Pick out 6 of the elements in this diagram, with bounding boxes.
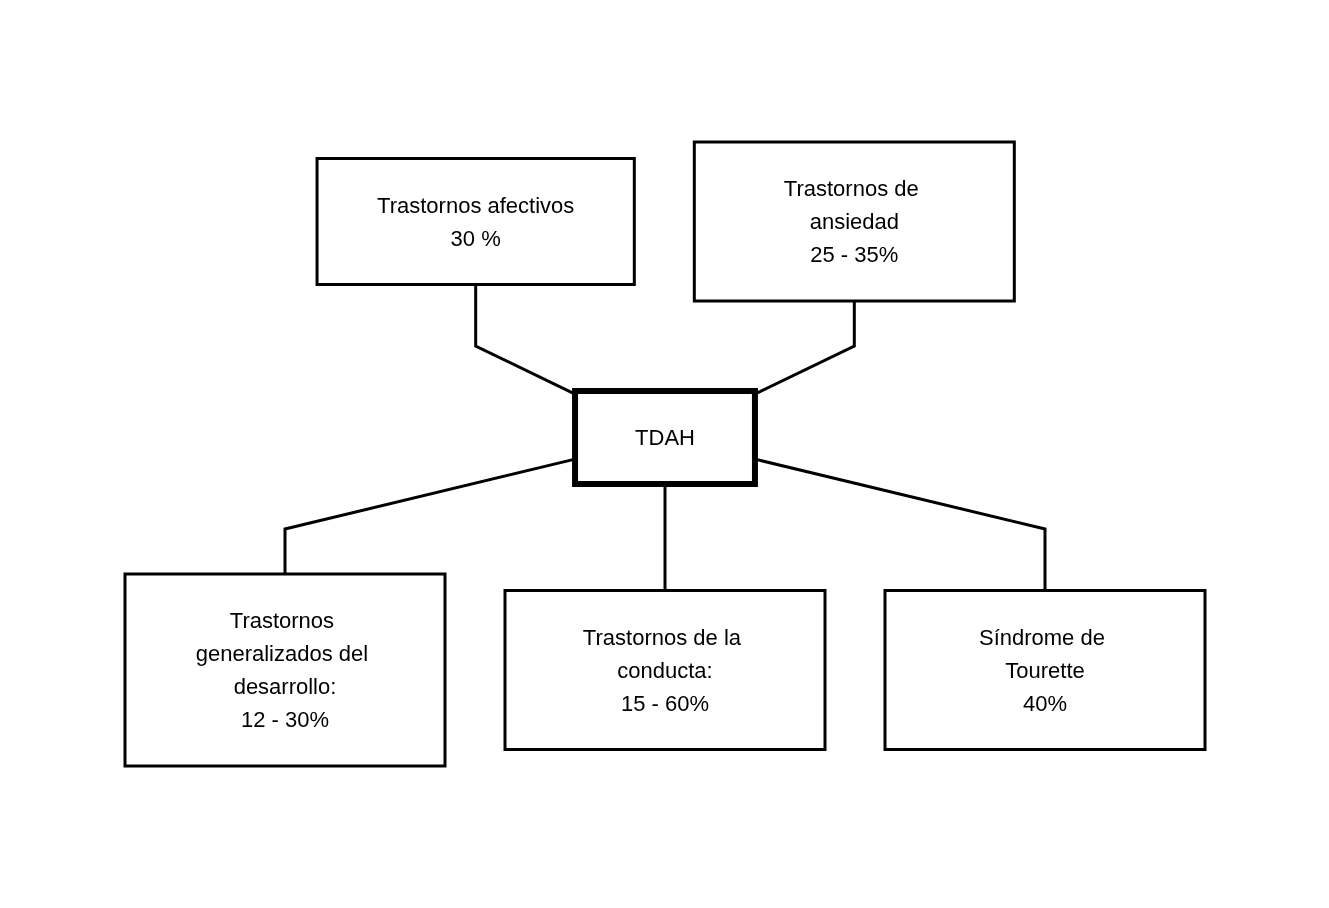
node-box: Trastornos de ansiedad 25 - 35% [692, 140, 1016, 303]
node-box: TDAH [571, 388, 758, 487]
node-box: Síndrome de Tourette 40% [883, 589, 1206, 751]
node-box: Trastornos de la conducta: 15 - 60% [503, 589, 826, 751]
node-box: Trastornos generalizados del desarrollo: 12 - 30% [123, 572, 446, 768]
node-box: Trastornos afectivos 30 % [315, 157, 636, 286]
